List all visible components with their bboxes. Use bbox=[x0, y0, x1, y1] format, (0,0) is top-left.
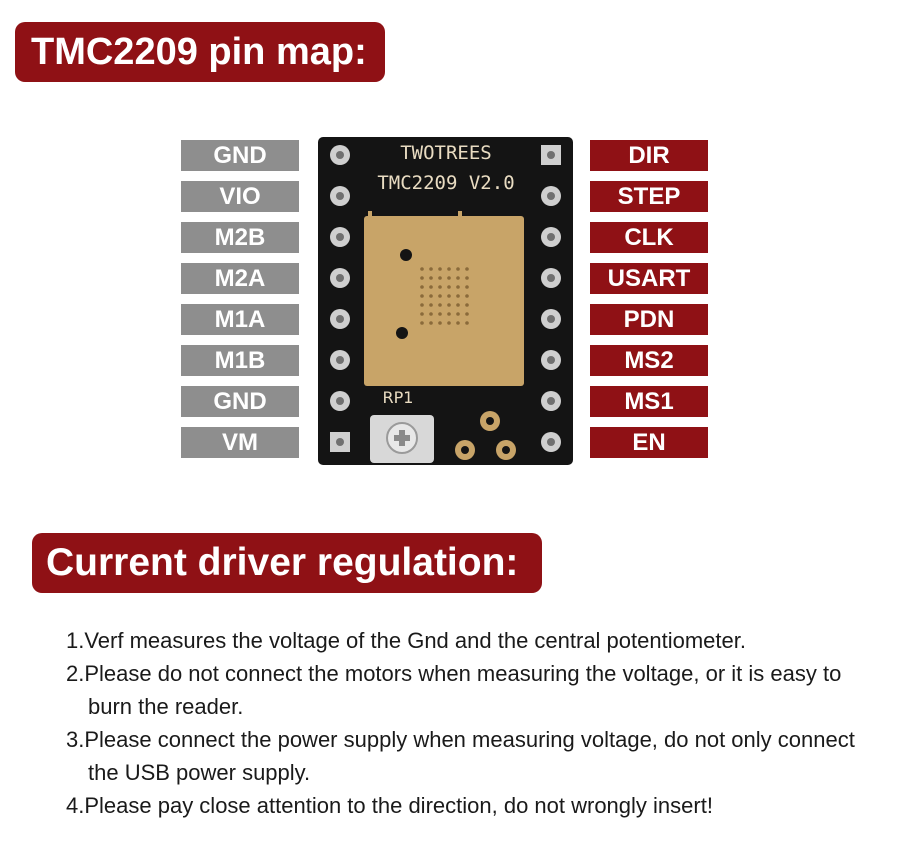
pin-label-m2a: M2A bbox=[181, 263, 299, 294]
instruction-item: 4.Please pay close attention to the dire… bbox=[66, 793, 713, 818]
thermal-via bbox=[429, 294, 433, 298]
thermal-via bbox=[429, 321, 433, 325]
thermal-via bbox=[438, 303, 442, 307]
header-pin-hole bbox=[336, 397, 344, 405]
pin-label-clk: CLK bbox=[590, 222, 708, 253]
thermal-via bbox=[465, 303, 469, 307]
pot-label: RP1 bbox=[383, 388, 414, 407]
chip-hole-top bbox=[400, 249, 412, 261]
board-brand-text: TWOTREES bbox=[400, 142, 492, 164]
pin-label-en: EN bbox=[590, 427, 708, 458]
pin-label-m2b: M2B bbox=[181, 222, 299, 253]
thermal-via bbox=[465, 312, 469, 316]
pin-label-vm: VM bbox=[181, 427, 299, 458]
thermal-via bbox=[456, 303, 460, 307]
header-pin-hole bbox=[336, 315, 344, 323]
thermal-via bbox=[420, 303, 424, 307]
pin-map-title: TMC2209 pin map: bbox=[15, 22, 385, 82]
pin-label-pdn: PDN bbox=[590, 304, 708, 335]
thermal-via bbox=[447, 312, 451, 316]
thermal-via bbox=[420, 285, 424, 289]
header-pins bbox=[330, 145, 561, 452]
tmc2209-board-illustration: TWOTREES TMC2209 V2.0 RP1 bbox=[318, 137, 573, 465]
header-pin-hole bbox=[336, 356, 344, 364]
header-pin-hole bbox=[336, 274, 344, 282]
header-pin-hole bbox=[547, 151, 555, 159]
header-pin-hole bbox=[336, 151, 344, 159]
thermal-via bbox=[465, 321, 469, 325]
thermal-via bbox=[447, 303, 451, 307]
instruction-item: 3.Please connect the power supply when m… bbox=[66, 727, 855, 785]
thermal-via bbox=[456, 321, 460, 325]
header-pin-hole bbox=[547, 274, 555, 282]
thermal-via bbox=[438, 267, 442, 271]
header-pin-hole bbox=[336, 192, 344, 200]
current-regulation-title: Current driver regulation: bbox=[32, 533, 542, 593]
thermal-via bbox=[420, 267, 424, 271]
header-pin-hole bbox=[336, 438, 344, 446]
potentiometer[interactable] bbox=[370, 415, 434, 463]
solder-pads bbox=[455, 411, 516, 460]
thermal-via bbox=[438, 321, 442, 325]
pin-label-gnd-left-2: GND bbox=[181, 386, 299, 417]
pin-label-m1a: M1A bbox=[181, 304, 299, 335]
header-pin-hole bbox=[336, 233, 344, 241]
pin-label-ms2: MS2 bbox=[590, 345, 708, 376]
thermal-via bbox=[465, 276, 469, 280]
header-pin-hole bbox=[547, 233, 555, 241]
pin-label-step: STEP bbox=[590, 181, 708, 212]
thermal-via bbox=[429, 285, 433, 289]
header-pin-hole bbox=[547, 397, 555, 405]
thermal-via bbox=[456, 276, 460, 280]
pin-label-vio: VIO bbox=[181, 181, 299, 212]
thermal-via bbox=[438, 294, 442, 298]
thermal-via bbox=[420, 294, 424, 298]
thermal-via bbox=[438, 312, 442, 316]
thermal-via bbox=[429, 276, 433, 280]
thermal-via bbox=[447, 276, 451, 280]
thermal-via bbox=[465, 294, 469, 298]
thermal-via bbox=[465, 267, 469, 271]
thermal-via bbox=[447, 267, 451, 271]
instruction-item: 1.Verf measures the voltage of the Gnd a… bbox=[66, 628, 746, 653]
thermal-via-grid bbox=[420, 267, 469, 325]
header-pin-hole bbox=[547, 438, 555, 446]
driver-chip-heatsink bbox=[364, 216, 524, 386]
board-model-text: TMC2209 V2.0 bbox=[377, 172, 514, 194]
thermal-via bbox=[465, 285, 469, 289]
header-pin-hole bbox=[547, 315, 555, 323]
thermal-via bbox=[447, 294, 451, 298]
chip-hole-bottom bbox=[396, 327, 408, 339]
thermal-via bbox=[456, 294, 460, 298]
thermal-via bbox=[438, 285, 442, 289]
thermal-via bbox=[429, 312, 433, 316]
thermal-via bbox=[429, 303, 433, 307]
thermal-via bbox=[438, 276, 442, 280]
pin-label-ms1: MS1 bbox=[590, 386, 708, 417]
pin-label-gnd-left: GND bbox=[181, 140, 299, 171]
thermal-via bbox=[447, 321, 451, 325]
header-pin-hole bbox=[547, 192, 555, 200]
thermal-via bbox=[456, 312, 460, 316]
thermal-via bbox=[456, 267, 460, 271]
thermal-via bbox=[420, 321, 424, 325]
pin-label-usart: USART bbox=[590, 263, 708, 294]
thermal-via bbox=[447, 285, 451, 289]
thermal-via bbox=[429, 267, 433, 271]
header-pin-hole bbox=[547, 356, 555, 364]
pin-label-dir: DIR bbox=[590, 140, 708, 171]
pin-label-m1b: M1B bbox=[181, 345, 299, 376]
thermal-via bbox=[456, 285, 460, 289]
thermal-via bbox=[420, 312, 424, 316]
instruction-item: 2.Please do not connect the motors when … bbox=[66, 661, 842, 719]
thermal-via bbox=[420, 276, 424, 280]
instruction-list: 1.Verf measures the voltage of the Gnd a… bbox=[66, 624, 886, 822]
